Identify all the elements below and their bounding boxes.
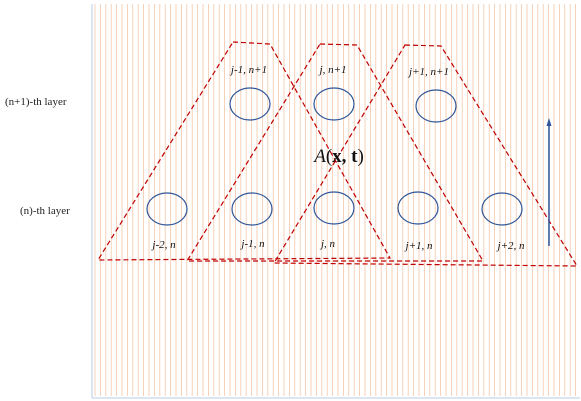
stencil-trapezoid [96, 41, 392, 261]
lower-node-ellipse [231, 192, 273, 226]
lower-layer-label: (n)-th layer [20, 205, 70, 217]
lower-node-label: j, n [320, 238, 336, 250]
grid-nodes [146, 87, 523, 226]
center-function-label: A(x, t) [314, 146, 364, 168]
lower-node-ellipse [313, 191, 355, 225]
background-grid [94, 4, 576, 396]
lower-node-ellipse [146, 192, 188, 226]
function-arguments: x, t [332, 146, 358, 167]
lower-node-label: j-1, n [241, 238, 265, 250]
upper-node-label: j+1, n+1 [409, 66, 449, 78]
function-symbol: A [314, 146, 326, 167]
stencil-trapezoids [96, 41, 579, 267]
upper-layer-label: (n+1)-th layer [5, 96, 67, 108]
upper-node-label: j-1, n+1 [230, 64, 268, 76]
lower-node-ellipse [397, 191, 439, 225]
lower-node-label: j+2, n [497, 240, 525, 252]
function-open-paren: ( [325, 146, 333, 167]
stencil-trapezoid [185, 43, 485, 262]
upper-node-ellipse [415, 89, 457, 123]
lower-node-ellipse [481, 192, 523, 226]
upper-node-label: j, n+1 [319, 64, 347, 76]
stencil-trapezoid [272, 44, 579, 267]
lower-node-label: j-2, n [152, 239, 176, 251]
lower-node-label: j+1, n [405, 240, 433, 252]
upper-node-ellipse [313, 87, 355, 121]
upper-node-ellipse [229, 87, 271, 121]
direction-arrow [546, 118, 552, 246]
function-close-paren: ) [357, 146, 364, 167]
